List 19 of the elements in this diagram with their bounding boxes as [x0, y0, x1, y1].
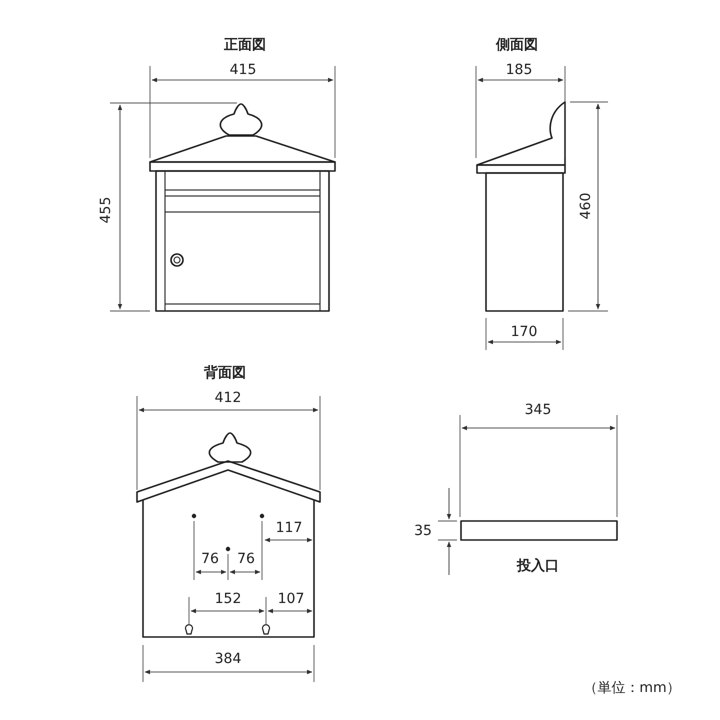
dimension-value: 460 [578, 192, 594, 220]
dimension-value: 35 [414, 523, 432, 539]
dimension-value: 76 [237, 551, 255, 567]
dimension-value: 107 [278, 591, 304, 607]
dimension-value: 152 [214, 591, 242, 607]
view-title: 正面図 [224, 37, 266, 53]
dimension-value: 412 [214, 390, 242, 406]
dimension-value: 170 [510, 324, 538, 340]
dimension-value: 76 [201, 551, 219, 567]
view-title: 背面図 [204, 365, 246, 381]
dimension-value: 384 [214, 651, 242, 667]
unit-note: （単位：mm） [583, 680, 681, 696]
dimension-value: 117 [276, 520, 302, 536]
dimension-value: 455 [98, 196, 114, 224]
part-caption: 投入口 [517, 558, 559, 574]
dimension-value: 185 [506, 62, 532, 78]
view-title: 側面図 [496, 37, 538, 53]
dimension-value: 415 [230, 62, 256, 78]
dimension-value: 345 [524, 402, 552, 418]
